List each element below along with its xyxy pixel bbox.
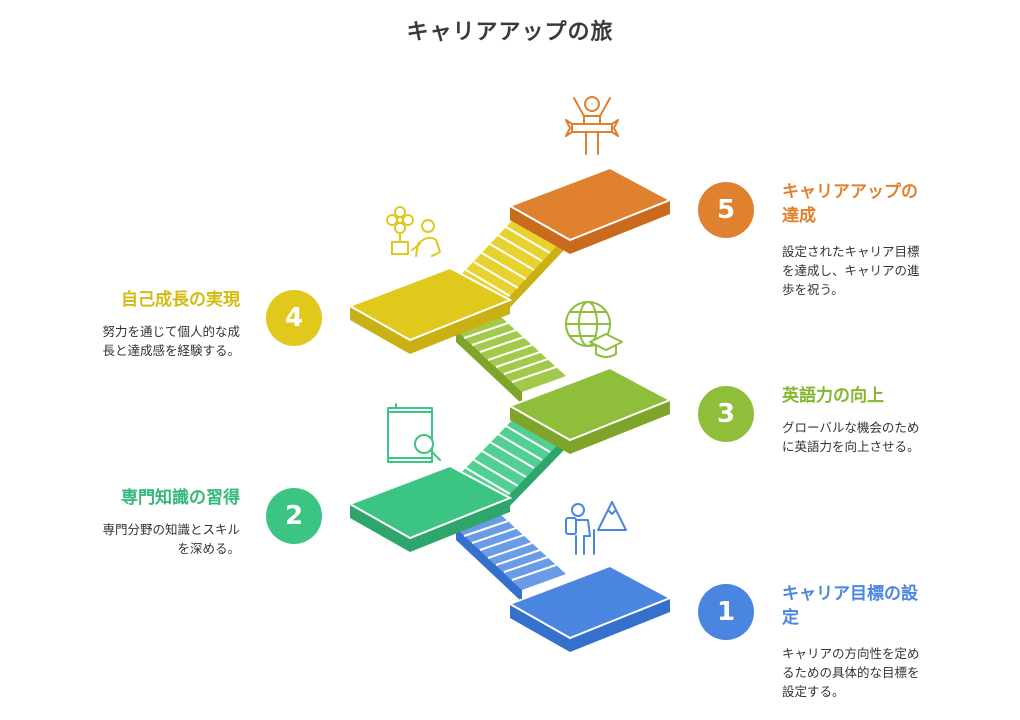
step-4-desc-line2: 長と達成感を経験する。: [102, 343, 240, 358]
step-5-desc-line2: を達成し、キャリアの進: [782, 263, 920, 278]
book-search-icon: [387, 403, 441, 463]
step-4-description: 努力を通じて個人的な成 長と達成感を経験する。: [40, 322, 240, 360]
step-3-desc-line2: に英語力を向上させる。: [782, 439, 920, 454]
step-3-desc-line1: グローバルな機会のため: [782, 420, 920, 435]
step-5-desc-line3: 歩を祝う。: [782, 282, 844, 297]
step-3-number-badge: 3: [698, 386, 754, 442]
platform-4: [347, 266, 513, 354]
step-2-description: 専門分野の知識とスキル を深める。: [40, 520, 240, 558]
stairs-1-to-2: [456, 514, 566, 602]
stairs-3-to-4: [456, 316, 566, 404]
step-2-title: 専門知識の習得: [121, 488, 240, 508]
step-4-number-badge: 4: [266, 290, 322, 346]
step-1-desc-line1: キャリアの方向性を定め: [782, 646, 920, 661]
celebrating-person-icon: [565, 96, 619, 155]
step-1-desc-line2: るための具体的な目標を: [782, 665, 920, 680]
step-1-number-badge: 1: [698, 584, 754, 640]
step-5-title: キャリアアップの 達成: [782, 180, 918, 228]
step-2-desc-line1: 専門分野の知識とスキル: [102, 522, 240, 537]
step-5-title-line1: キャリアアップの: [782, 182, 918, 202]
platform-5: [507, 166, 673, 254]
step-5-title-line2: 達成: [782, 206, 816, 226]
flower-person-icon: [386, 206, 441, 257]
step-2-desc-line2: を深める。: [177, 541, 240, 556]
platform-3: [507, 366, 673, 454]
platform-2: [347, 464, 513, 552]
step-5-number-badge: 5: [698, 182, 754, 238]
step-1-title-line1: キャリア目標の設: [782, 584, 918, 604]
platform-1: [507, 564, 673, 652]
step-5-description: 設定されたキャリア目標 を達成し、キャリアの進 歩を祝う。: [782, 242, 920, 299]
globe-graduation-icon: [565, 301, 623, 358]
step-4-title: 自己成長の実現: [121, 290, 240, 310]
step-3-description: グローバルな機会のため に英語力を向上させる。: [782, 418, 920, 456]
step-1-title-line2: 定: [782, 608, 799, 628]
step-1-desc-line3: 設定する。: [782, 684, 845, 699]
hiker-mountain-icon: [565, 501, 627, 555]
step-4-desc-line1: 努力を通じて個人的な成: [102, 324, 240, 339]
page-title: キャリアアップの旅: [406, 20, 614, 45]
step-1-description: キャリアの方向性を定め るための具体的な目標を 設定する。: [782, 644, 920, 701]
step-5-desc-line1: 設定されたキャリア目標: [782, 244, 920, 259]
step-1-title: キャリア目標の設 定: [782, 582, 918, 630]
step-3-title: 英語力の向上: [782, 386, 884, 406]
step-2-number-badge: 2: [266, 488, 322, 544]
